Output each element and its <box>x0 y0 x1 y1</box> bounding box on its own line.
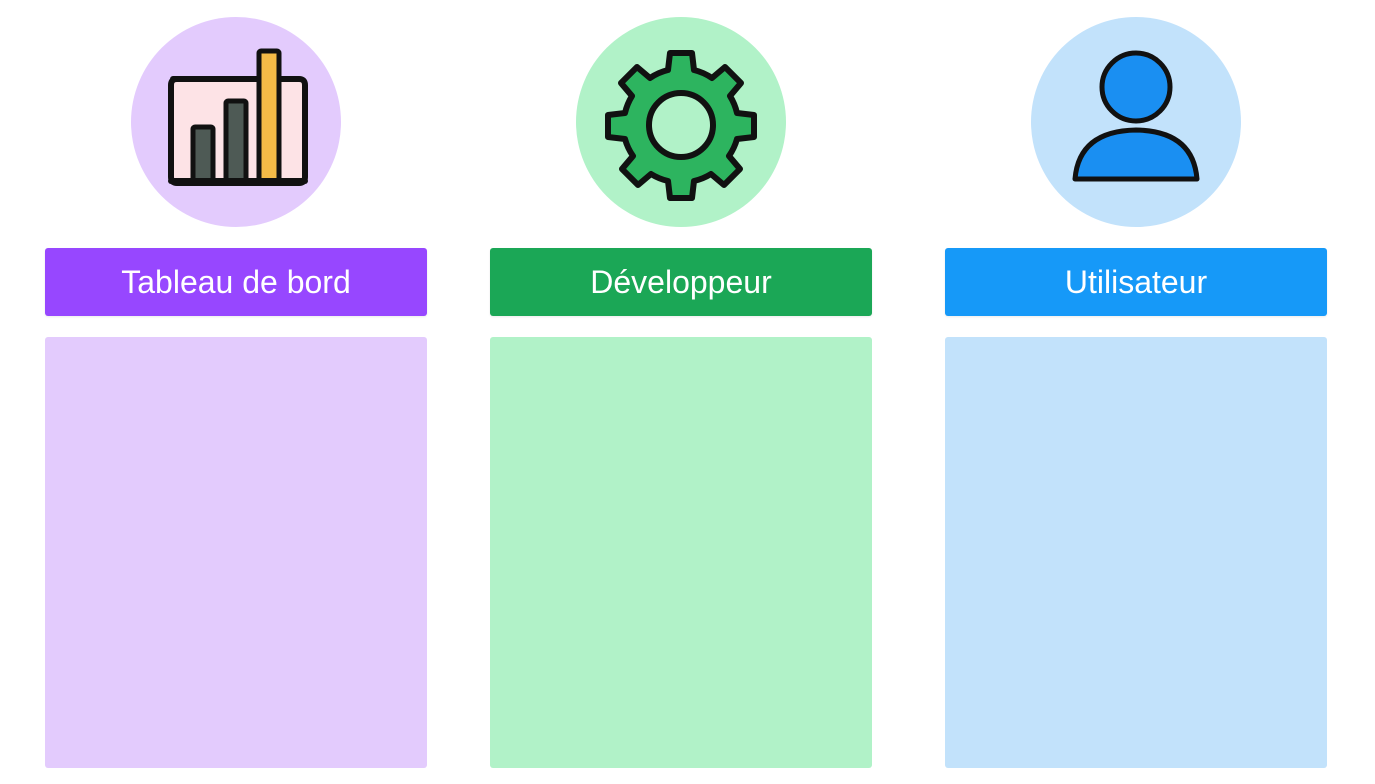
dashboard-icon-circle <box>131 17 341 227</box>
user-icon <box>1072 50 1200 182</box>
developer-icon-circle <box>576 17 786 227</box>
user-panel <box>945 337 1327 768</box>
dashboard-button[interactable]: Tableau de bord <box>45 248 427 316</box>
user-column: Utilisateur <box>945 0 1327 784</box>
dashboard-panel <box>45 337 427 768</box>
developer-button[interactable]: Développeur <box>490 248 872 316</box>
developer-column: Développeur <box>490 0 872 784</box>
user-button[interactable]: Utilisateur <box>945 248 1327 316</box>
dashboard-column: Tableau de bord <box>45 0 427 784</box>
developer-panel <box>490 337 872 768</box>
gear-icon <box>605 50 757 201</box>
user-icon-circle <box>1031 17 1241 227</box>
bar-chart-icon <box>168 48 308 186</box>
